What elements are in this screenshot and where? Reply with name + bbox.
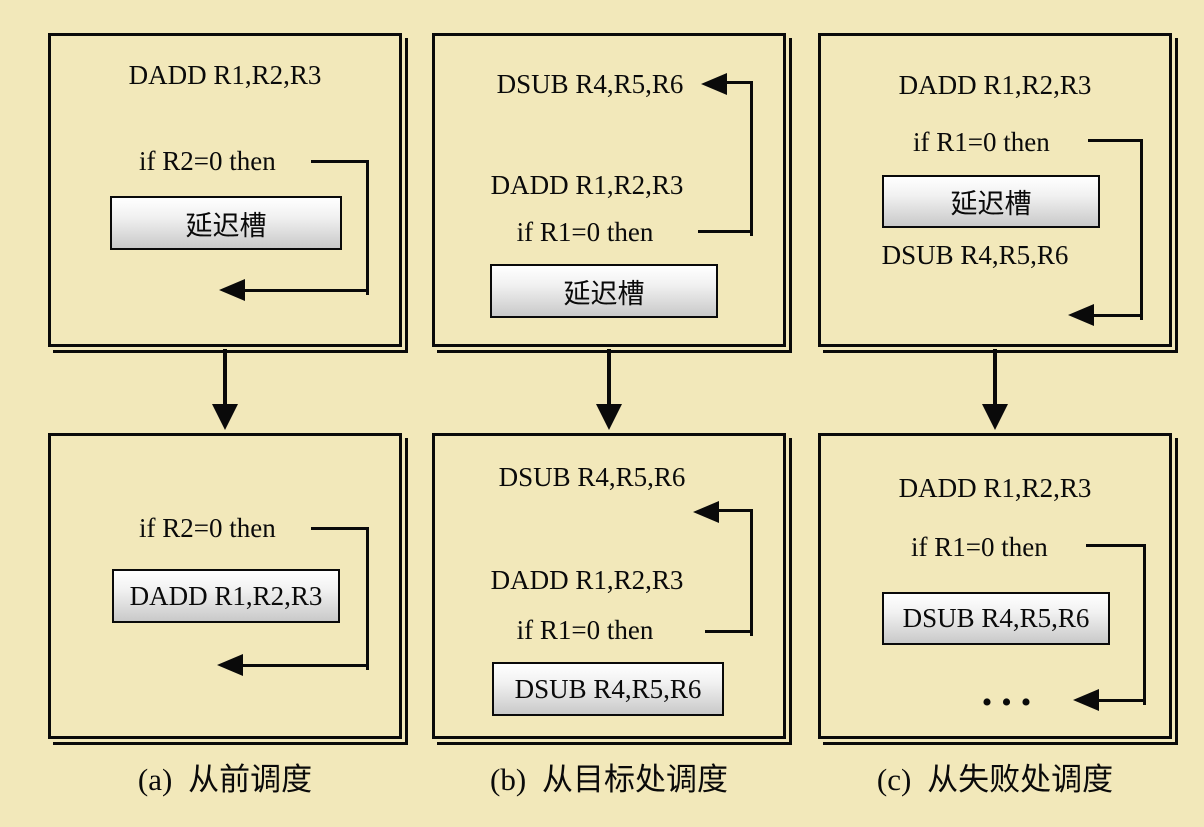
branch-connector-line [727,81,753,236]
branch-instruction: if R2=0 then [139,146,276,176]
delay-slot-label: DADD R1,R2,R3 [129,580,323,611]
flow-arrow-line-b [607,349,611,406]
caption-a: (a) 从前调度 [137,762,313,797]
branch-connector-line [311,160,369,295]
delay-slot-label: 延迟槽 [185,210,267,241]
branch-connector-line [311,527,369,670]
flow-arrow-line-c [993,349,997,406]
panel-b-after-scheduling: DSUB R4,R5,R6 DADD R1,R2,R3 if R1=0 then… [432,433,792,745]
branch-connector-line [1088,139,1143,320]
delay-slot-label: 延迟槽 [950,189,1032,219]
loop-back-arrowhead-icon [1073,689,1099,711]
flow-arrowhead-icon-c [982,404,1008,430]
instruction-dadd: DADD R1,R2,R3 [490,170,684,200]
instruction-dadd: DADD R1,R2,R3 [128,60,322,90]
branch-target-instruction: DSUB R4,R5,R6 [496,69,684,99]
instruction-dadd: DADD R1,R2,R3 [898,473,1092,503]
delay-slot-label: 延迟槽 [563,278,645,309]
loop-back-line [241,664,366,667]
delay-slot-box: 延迟槽 [110,196,342,250]
panel-c-before-scheduling: DADD R1,R2,R3 if R1=0 then 延迟槽 DSUB R4,R… [818,33,1178,353]
branch-instruction: if R1=0 then [516,217,654,247]
delay-slot-box: 延迟槽 [490,264,718,318]
branch-instruction: if R2=0 then [139,513,276,543]
loop-back-line [243,289,366,292]
branch-connector-line [719,509,753,636]
branch-instruction: if R1=0 then [516,615,654,645]
loop-back-arrowhead-icon [217,654,243,676]
branch-connector-tail [705,630,750,633]
instruction-dadd: DADD R1,R2,R3 [898,70,1092,100]
ellipsis-dots: ••• [981,686,1041,719]
caption-b: (b) 从目标处调度 [490,762,728,797]
loop-back-line [1093,314,1140,317]
fallthrough-instruction: DSUB R4,R5,R6 [881,240,1069,270]
caption-c: (c) 从失败处调度 [876,762,1114,797]
delay-slot-label: DSUB R4,R5,R6 [902,603,1090,633]
flow-arrowhead-icon-b [596,404,622,430]
delay-slot-box-filled: DSUB R4,R5,R6 [492,662,724,716]
delay-slot-box-filled: DSUB R4,R5,R6 [882,592,1110,645]
panel-c-after-scheduling: DADD R1,R2,R3 if R1=0 then DSUB R4,R5,R6… [818,433,1178,745]
loop-back-line [1098,699,1143,702]
to-target-arrowhead-icon [701,73,727,95]
flow-arrowhead-icon-a [212,404,238,430]
delay-slot-box-filled: DADD R1,R2,R3 [112,569,340,623]
instruction-dadd: DADD R1,R2,R3 [490,565,684,595]
panel-a-before-scheduling: DADD R1,R2,R3 if R2=0 then 延迟槽 [48,33,408,353]
delay-slot-label: DSUB R4,R5,R6 [514,673,702,704]
branch-instruction: if R1=0 then [911,532,1048,562]
branch-target-instruction: DSUB R4,R5,R6 [498,462,686,492]
panel-a-after-scheduling: if R2=0 then DADD R1,R2,R3 [48,433,408,745]
loop-back-arrowhead-icon [219,279,245,301]
to-target-arrowhead-icon [693,501,719,523]
loop-back-arrowhead-icon [1068,304,1094,326]
flow-arrow-line-a [223,349,227,406]
branch-connector-line [1086,544,1146,705]
branch-instruction: if R1=0 then [913,127,1050,157]
panel-b-before-scheduling: DSUB R4,R5,R6 DADD R1,R2,R3 if R1=0 then… [432,33,792,353]
branch-connector-tail [698,230,750,233]
delay-slot-box: 延迟槽 [882,175,1100,228]
